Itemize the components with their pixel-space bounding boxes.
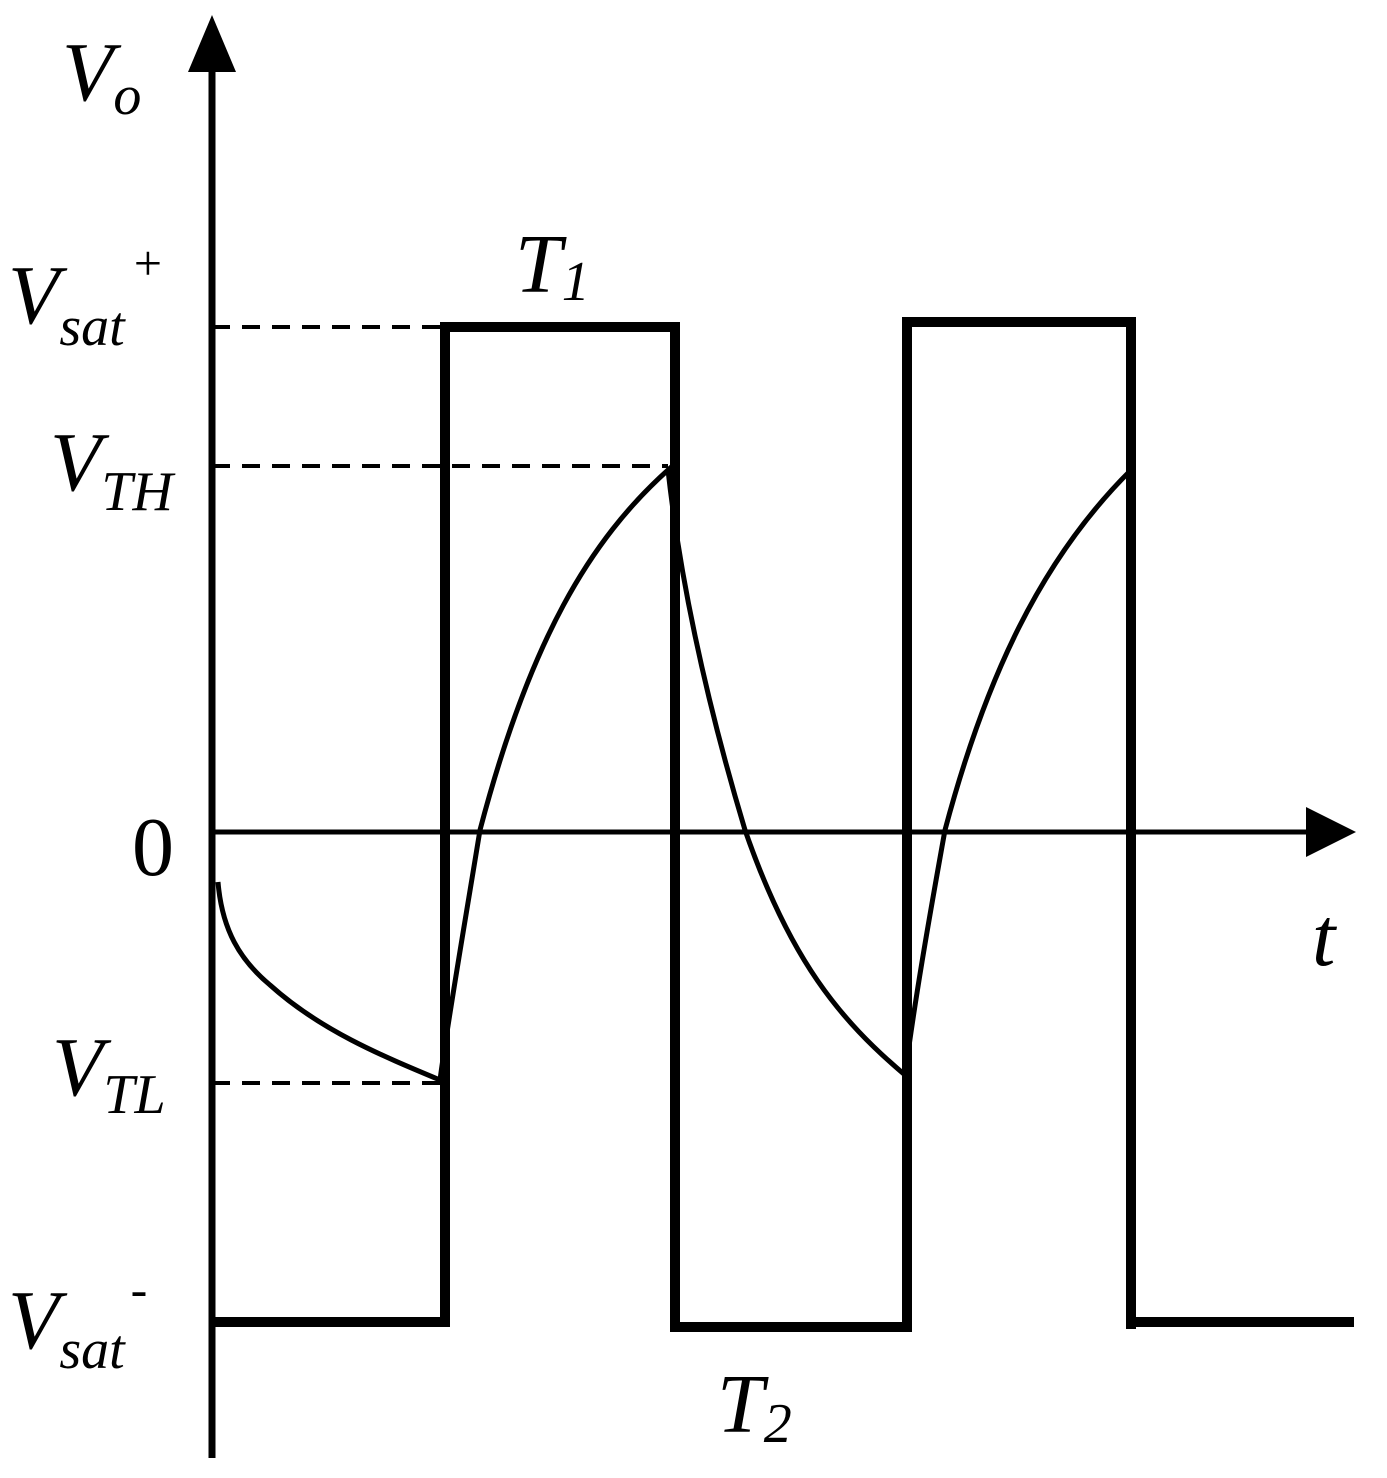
t2-label: T2: [717, 1358, 792, 1455]
capacitor-voltage-curve: [215, 464, 1133, 1084]
square-wave-output: [212, 317, 1354, 1332]
vsat-minus-label: Vsat-: [8, 1261, 147, 1381]
y-axis-label: Vo: [62, 26, 141, 127]
t1-label: T1: [515, 218, 590, 313]
x-axis-label: t: [1312, 891, 1338, 984]
vth-label: VTH: [50, 416, 175, 523]
zero-label: 0: [132, 801, 174, 894]
vtl-label: VTL: [52, 1021, 166, 1126]
vsat-plus-label: Vsat+: [8, 235, 164, 358]
y-axis-arrowhead: [188, 15, 236, 72]
x-axis-arrowhead: [1306, 807, 1356, 857]
